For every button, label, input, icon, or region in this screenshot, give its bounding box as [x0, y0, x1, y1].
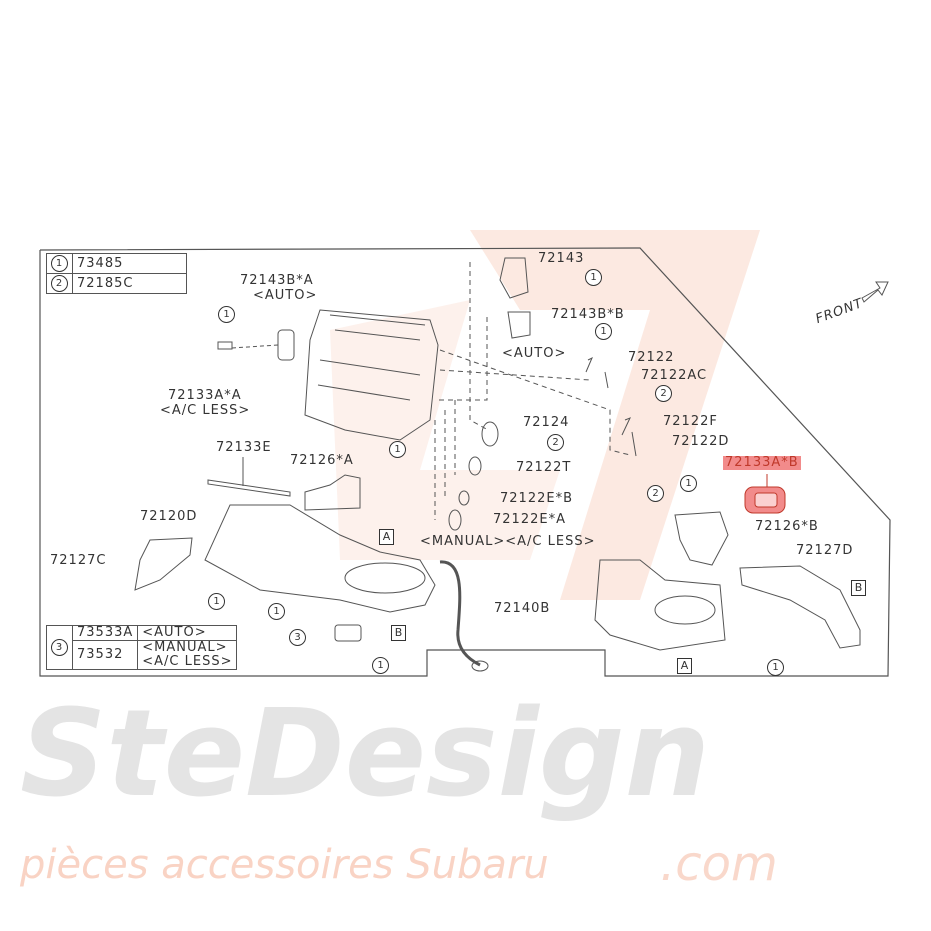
- label-auto: <AUTO>: [253, 288, 318, 303]
- label-72122D: 72122D: [672, 434, 730, 449]
- connector-marker-b: B: [391, 625, 406, 641]
- legend-variant: <A/C LESS>: [142, 654, 233, 669]
- label-72122AC: 72122AC: [641, 368, 708, 383]
- actuator-72143BA: [277, 329, 295, 361]
- label-72140B: 72140B: [494, 601, 551, 616]
- actuator-72143BB: [507, 311, 531, 339]
- marker-1: 1: [595, 323, 612, 340]
- marker-1: 1: [389, 441, 406, 458]
- duct-72127D: [739, 565, 861, 649]
- label-72127C: 72127C: [50, 553, 107, 568]
- label-72120D: 72120D: [140, 509, 198, 524]
- label-72133E: 72133E: [216, 440, 272, 455]
- cover-72127C: [134, 537, 193, 591]
- duct-72126A: [304, 474, 361, 511]
- legend-variant: <AUTO>: [137, 625, 238, 641]
- diagram-border: [39, 247, 891, 677]
- label-72126A: 72126*A: [290, 453, 354, 468]
- label-acless: <A/C LESS>: [160, 403, 251, 418]
- watermark-domain: .com: [660, 836, 778, 892]
- front-arrow-icon: [861, 281, 889, 303]
- marker-2: 2: [647, 485, 664, 502]
- legend-part: 73533A: [71, 625, 139, 641]
- lower-case-72120D: [204, 504, 436, 613]
- hose-72140B: [439, 560, 481, 667]
- label-72143: 72143: [538, 251, 585, 266]
- watermark-tagline: pièces accessoires Subaru: [20, 842, 549, 888]
- label-72124: 72124: [523, 415, 570, 430]
- gear-72122T: [468, 456, 482, 476]
- marker-3: 3: [51, 639, 68, 656]
- marker-1: 1: [585, 269, 602, 286]
- watermark-brand: SteDesign: [20, 685, 711, 824]
- marker-3: 3: [289, 629, 306, 646]
- label-auto: <AUTO>: [502, 346, 567, 361]
- legend-part: 73485: [72, 253, 187, 274]
- marker-1: 1: [680, 475, 697, 492]
- lever-72122F: [621, 417, 631, 436]
- label-72122F: 72122F: [663, 414, 718, 429]
- label-72126B: 72126*B: [755, 519, 819, 534]
- legend-part: 73532: [71, 640, 139, 670]
- actuator-72143: [499, 257, 529, 299]
- lever-72122D: [631, 431, 637, 457]
- label-72122: 72122: [628, 350, 675, 365]
- lever-72122: [585, 356, 593, 373]
- gear-72122EB: [458, 490, 470, 506]
- marker-1: 1: [208, 593, 225, 610]
- marker-2: 2: [655, 385, 672, 402]
- label-72133AA: 72133A*A: [168, 388, 242, 403]
- blower-housing: [594, 559, 726, 651]
- label-72127D: 72127D: [796, 543, 854, 558]
- lever-72122AC: [604, 371, 609, 389]
- duct-72126B: [674, 511, 729, 566]
- marker-1: 1: [218, 306, 235, 323]
- heater-case-upper: [304, 309, 439, 441]
- gear-72122EA: [448, 509, 462, 531]
- marker-1: 1: [268, 603, 285, 620]
- label-72143BB: 72143B*B: [551, 307, 625, 322]
- marker-2: 2: [51, 275, 68, 292]
- label-manual-acless: <MANUAL><A/C LESS>: [420, 534, 596, 549]
- legend-part: 72185C: [72, 273, 187, 294]
- strip-72133E: [207, 479, 291, 497]
- marker-1: 1: [51, 255, 68, 272]
- label-72122EB: 72122E*B: [500, 491, 573, 506]
- legend-variant: <MANUAL>: [142, 640, 228, 655]
- marker-2: 2: [547, 434, 564, 451]
- label-72133AB-highlighted: 72133A*B: [723, 455, 801, 470]
- marker-1: 1: [372, 657, 389, 674]
- connector-marker-a: A: [677, 658, 692, 674]
- marker-1: 1: [767, 659, 784, 676]
- connector-marker-b: B: [851, 580, 866, 596]
- gear-72124: [481, 421, 499, 447]
- label-72122EA: 72122E*A: [493, 512, 566, 527]
- label-72122T: 72122T: [516, 460, 572, 475]
- connector-marker-a: A: [379, 529, 394, 545]
- label-72143BA: 72143B*A: [240, 273, 314, 288]
